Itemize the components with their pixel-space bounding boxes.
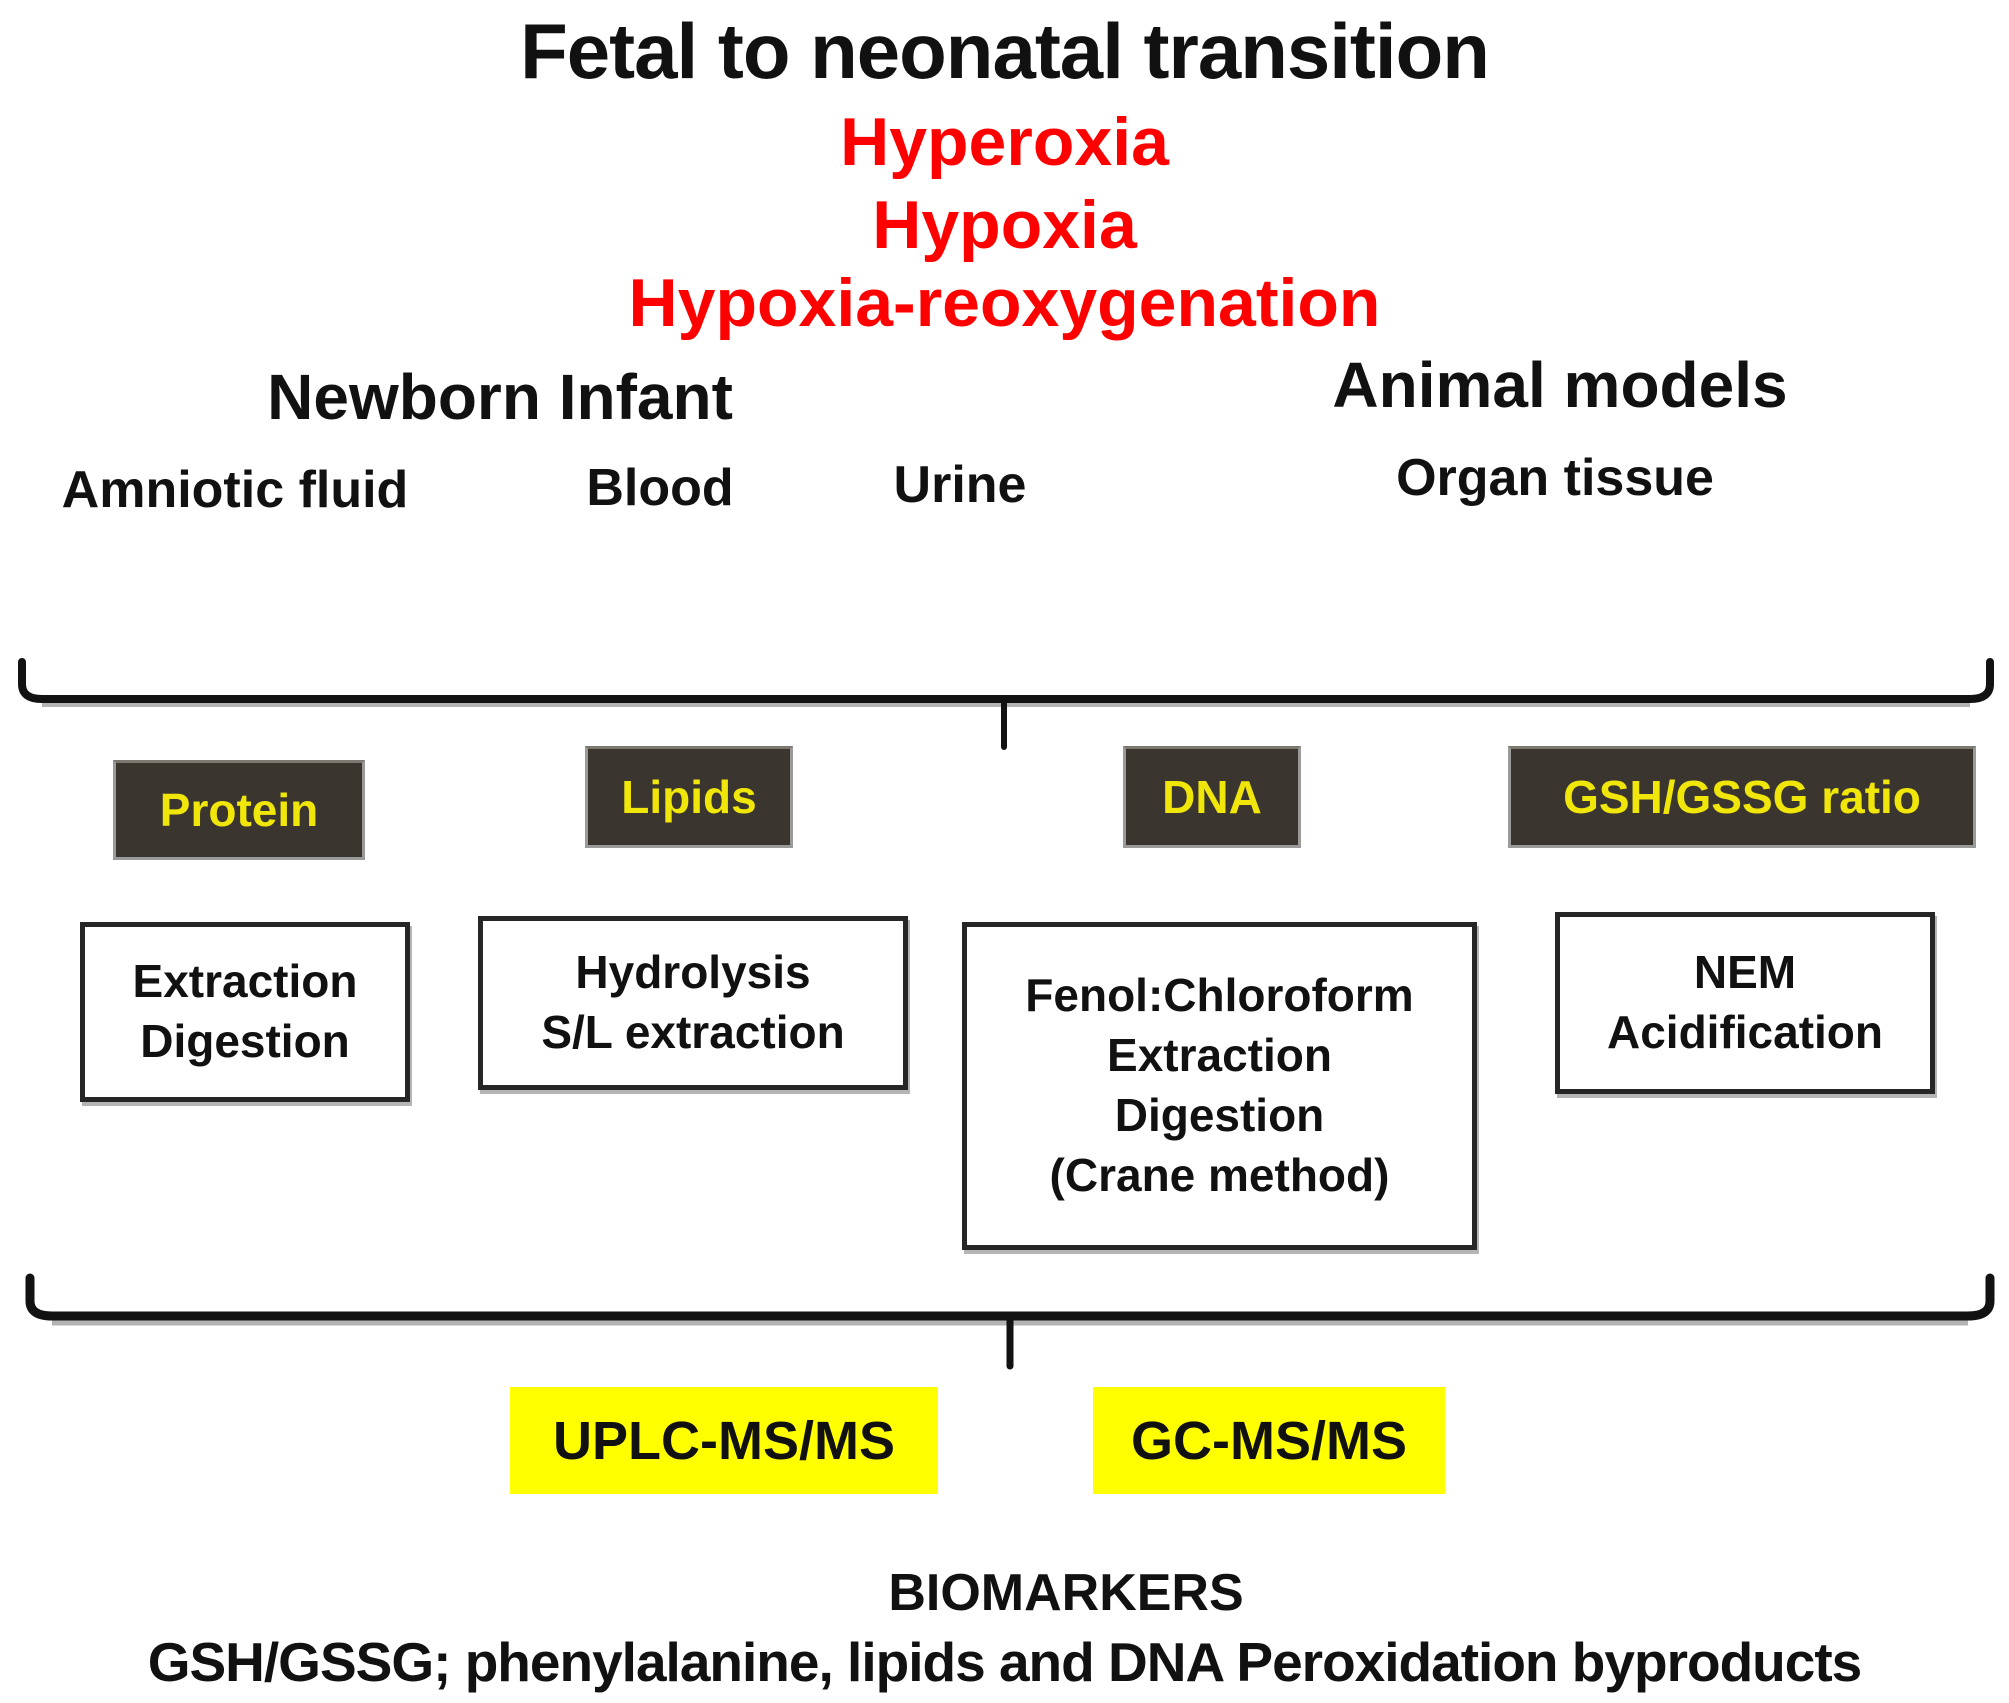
condition-hyperoxia: Hyperoxia [840, 104, 1169, 180]
prep-line: NEM [1693, 946, 1797, 999]
prep-box-gsh: NEM Acidification [1555, 912, 1935, 1094]
instrument-label: UPLC-MS/MS [553, 1410, 895, 1471]
sample-amniotic-fluid: Amniotic fluid [61, 461, 409, 519]
analyte-box-dna: DNA [1123, 746, 1301, 848]
figure-title: Fetal to neonatal transition [520, 7, 1490, 95]
sample-organ-tissue: Organ tissue [1396, 449, 1714, 507]
sample-blood: Blood [586, 459, 734, 517]
analyte-label-lipids: Lipids [621, 771, 757, 823]
prep-line: S/L extraction [541, 1006, 845, 1058]
sample-urine: Urine [893, 456, 1027, 514]
header-animal-models: Animal models [1332, 349, 1788, 421]
prep-box-protein: Extraction Digestion [80, 922, 410, 1102]
instrument-gc-ms-ms: GC-MS/MS [1093, 1387, 1445, 1494]
analyte-label-gsh-gssg-ratio: GSH/GSSG ratio [1563, 771, 1921, 823]
analyte-box-gsh-gssg-ratio: GSH/GSSG ratio [1508, 746, 1976, 848]
analyte-box-lipids: Lipids [585, 746, 793, 848]
condition-hypoxia: Hypoxia [872, 187, 1137, 263]
prep-line: Digestion [140, 1015, 350, 1067]
prep-line: (Crane method) [1049, 1148, 1390, 1201]
biomarkers-detail: GSH/GSSG; phenylalanine, lipids and DNA … [147, 1631, 1863, 1693]
analyte-label-protein: Protein [159, 784, 319, 836]
instrument-label: GC-MS/MS [1131, 1410, 1407, 1471]
condition-hypoxia-reoxygenation: Hypoxia-reoxygenation [628, 265, 1381, 341]
prep-line: Digestion [1114, 1089, 1325, 1141]
prep-line: Acidification [1606, 1006, 1884, 1058]
instrument-uplc-ms-ms: UPLC-MS/MS [510, 1387, 938, 1494]
prep-line: Extraction [132, 955, 358, 1008]
brace-top [18, 658, 1994, 750]
brace-bottom [25, 1273, 1995, 1370]
prep-box-dna: Fenol:Chloroform Extraction Digestion (C… [962, 922, 1477, 1250]
analyte-box-protein: Protein [113, 760, 365, 860]
biomarkers-heading: BIOMARKERS [888, 1564, 1244, 1622]
analyte-label-dna: DNA [1162, 771, 1262, 823]
prep-line: Extraction [1107, 1029, 1332, 1082]
header-newborn-infant: Newborn Infant [267, 361, 733, 433]
prep-box-lipids: Hydrolysis S/L extraction [478, 916, 908, 1090]
prep-line: Hydrolysis [575, 946, 811, 999]
prep-line: Fenol:Chloroform [1025, 969, 1414, 1022]
